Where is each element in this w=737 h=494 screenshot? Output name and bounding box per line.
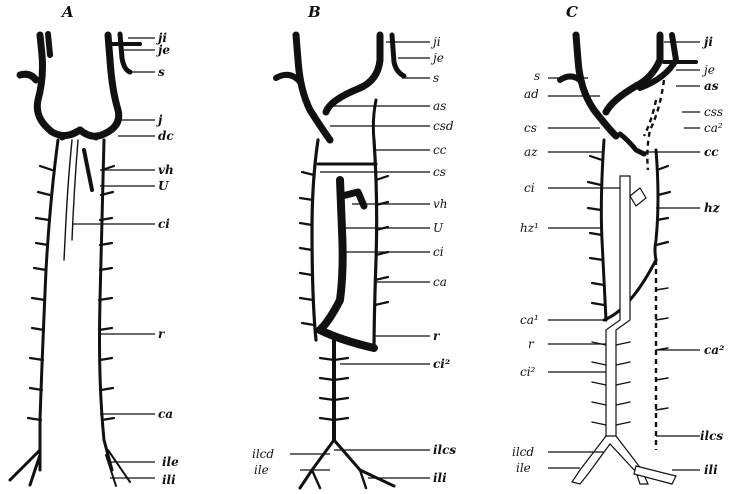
label-a-ile: ile xyxy=(162,455,179,469)
panel-c-letter: C xyxy=(566,3,578,21)
label-c-css: css xyxy=(704,105,723,119)
label-b-ji: ji xyxy=(430,35,441,49)
panel-a-letter: A xyxy=(60,3,74,21)
label-b-ilcs: ilcs xyxy=(433,443,456,457)
label-b-ile: ile xyxy=(254,463,269,477)
panel-c: C ji je as css ca xyxy=(512,3,724,484)
label-c-as: as xyxy=(704,79,719,93)
label-b-ilcd: ilcd xyxy=(252,447,274,461)
label-a-r: r xyxy=(158,327,166,341)
label-c-ca1: ca¹ xyxy=(520,313,539,327)
label-b-cc: cc xyxy=(433,143,447,157)
label-a-dc: dc xyxy=(158,129,174,143)
label-c-ji: ji xyxy=(702,35,713,49)
label-c-cs: cs xyxy=(524,121,537,135)
label-a-je: je xyxy=(156,43,170,57)
label-a-u: U xyxy=(158,179,170,193)
label-c-ilcd: ilcd xyxy=(512,445,534,459)
panel-a: A ji je s j dc vh U ci r xyxy=(10,3,179,487)
panel-b-letter: B xyxy=(307,3,321,21)
label-b-ca: ca xyxy=(433,275,447,289)
label-b-je: je xyxy=(430,51,444,65)
label-c-ile: ile xyxy=(516,461,531,475)
label-c-r: r xyxy=(528,337,535,351)
label-c-ci2: ci² xyxy=(520,365,536,379)
label-b-ili: ili xyxy=(433,471,447,485)
panel-b: B ji je s as csd cc cs vh U xyxy=(252,3,456,488)
label-c-ilcs: ilcs xyxy=(700,429,723,443)
label-c-ili: ili xyxy=(704,463,718,477)
label-b-s: s xyxy=(433,71,439,85)
label-a-ci: ci xyxy=(158,217,170,231)
label-a-ili: ili xyxy=(162,473,176,487)
label-b-as: as xyxy=(433,99,446,113)
label-c-s: s xyxy=(534,69,540,83)
label-b-cs: cs xyxy=(433,165,446,179)
label-b-csd: csd xyxy=(433,119,454,133)
label-c-ca2-mid: ca² xyxy=(704,343,724,357)
label-c-ci: ci xyxy=(524,181,535,195)
label-a-j: j xyxy=(156,113,163,127)
label-a-s: s xyxy=(158,65,165,79)
label-c-ad: ad xyxy=(524,87,539,101)
label-c-cc: cc xyxy=(704,145,719,159)
label-c-ca2-top: ca² xyxy=(704,121,723,135)
label-b-ci2: ci² xyxy=(433,357,450,371)
label-a-ca: ca xyxy=(158,407,173,421)
label-c-az: az xyxy=(524,145,538,159)
label-b-vh: vh xyxy=(433,197,448,211)
label-b-ci: ci xyxy=(433,245,444,259)
label-c-hz: hz xyxy=(704,201,721,215)
label-c-hz1: hz¹ xyxy=(520,221,539,235)
label-b-u: U xyxy=(433,221,444,235)
label-a-vh: vh xyxy=(158,163,174,177)
label-b-r: r xyxy=(433,329,441,343)
label-c-je: je xyxy=(701,63,715,77)
